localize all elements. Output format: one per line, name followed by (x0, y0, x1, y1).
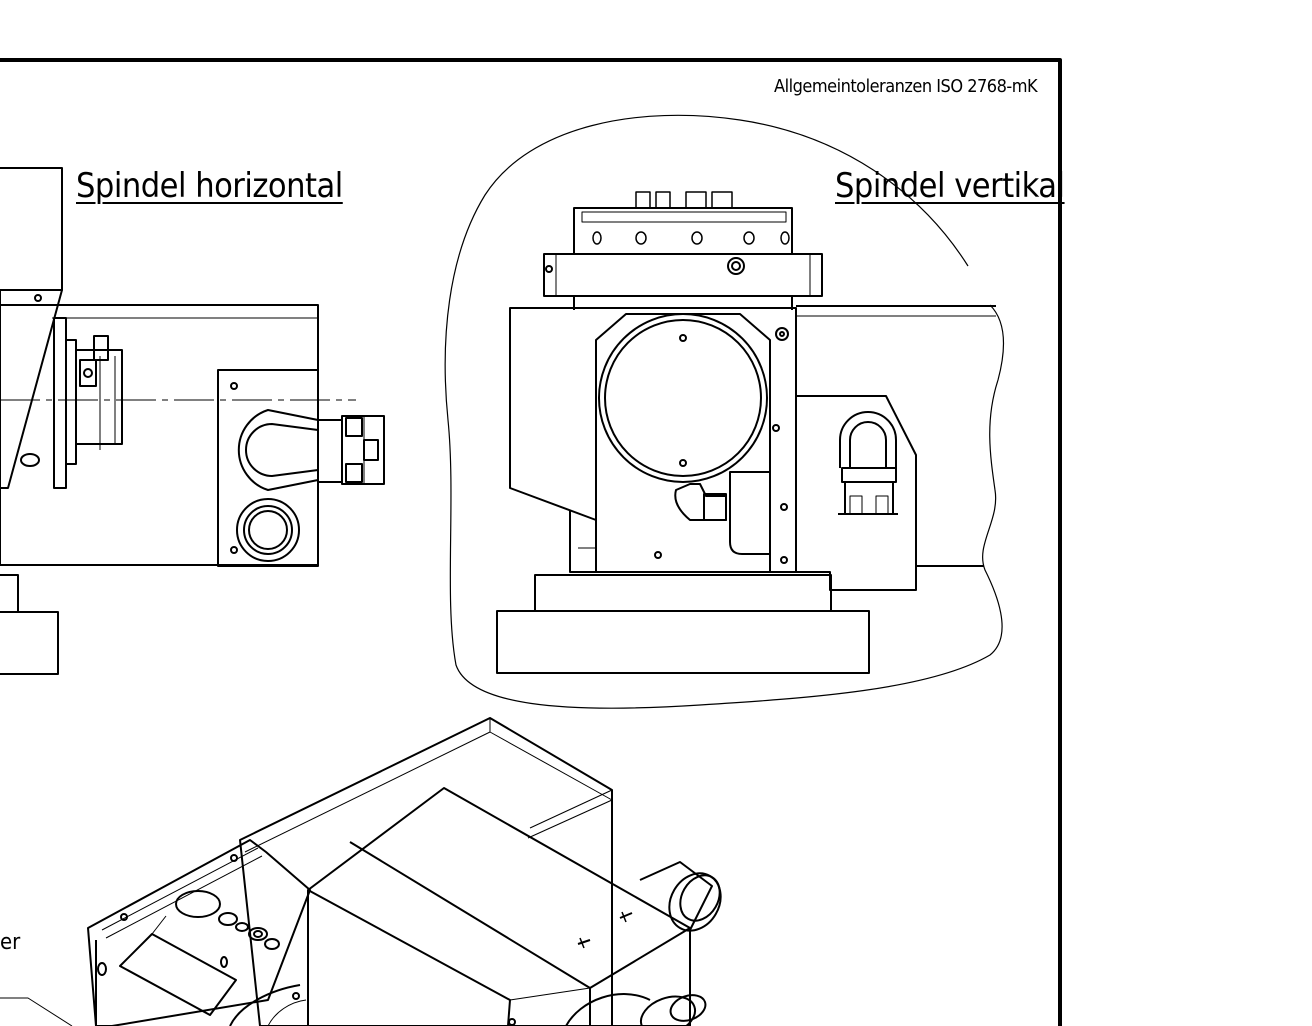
isometric-spindle-view (0, 718, 731, 1026)
general-tolerance-note: Allgemeintoleranzen ISO 2768-mK (774, 76, 1038, 97)
drawing-frame (0, 60, 1060, 1026)
top-clamp-bolts (593, 192, 789, 244)
view-label-vertical: Spindel vertikal (835, 166, 1065, 206)
callout-partial-label: er (0, 930, 21, 955)
view-label-horizontal: Spindel horizontal (76, 166, 343, 206)
vertical-spindle-view (445, 115, 1003, 708)
horizontal-spindle-view (0, 168, 384, 674)
